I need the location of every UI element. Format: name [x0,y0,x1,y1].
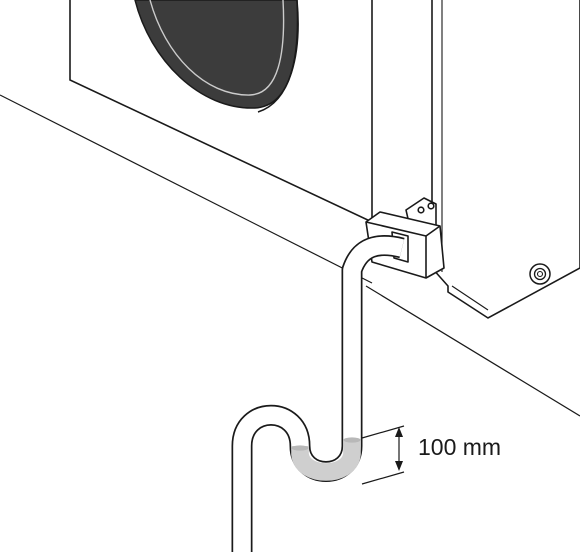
machine-front-panel [69,0,373,224]
hose-outline [231,235,405,552]
arrow-up-icon [395,427,403,437]
bolt-icon [529,263,551,285]
arrow-down-icon [395,461,403,471]
holder-screw-hole [417,206,425,214]
floor [0,94,580,417]
water-surface-right [343,437,361,443]
holder-screw-hole [427,202,435,210]
floor-back-edge [0,94,373,284]
dimension-bottom-leader [361,471,405,485]
hose-water [291,440,361,481]
dimension-label: 100 mm [418,434,502,460]
floor-front-edge [365,285,580,417]
hose-body [233,236,405,552]
side-panel [431,0,580,319]
drain-hose [231,235,405,552]
side-panel-bottom [451,285,489,311]
machine-body [69,0,373,224]
gasket-highlight [149,0,285,96]
machine-side [431,0,580,319]
dimension-top-leader [361,425,405,439]
dimension-marker [361,425,405,485]
door-gasket [134,0,299,109]
gasket-outer-rim [257,0,299,113]
water-surface-left [291,445,309,451]
